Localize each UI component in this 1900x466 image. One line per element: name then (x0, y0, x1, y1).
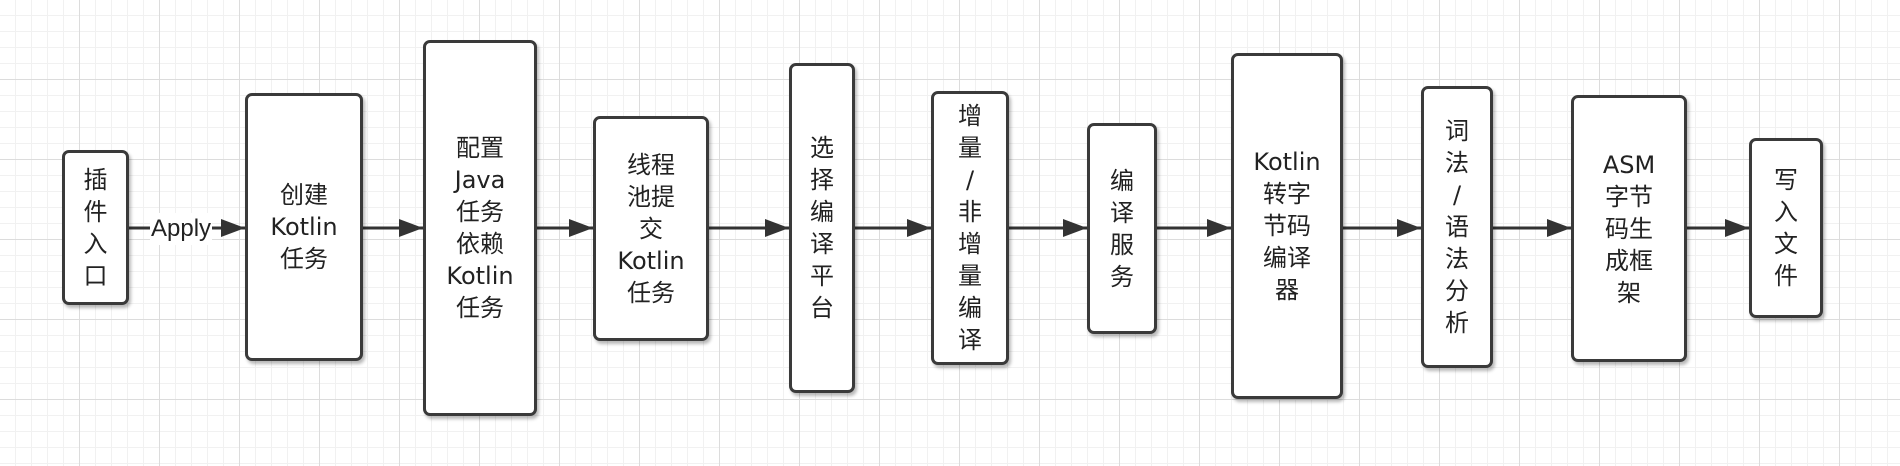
node-label: 增 量 / 非 增 量 编 译 (958, 102, 982, 354)
node-label: 插 件 入 口 (83, 165, 108, 290)
node-kotlin-bytecode-compiler[interactable]: Kotlin 转字 节码 编译 器 (1231, 53, 1343, 399)
node-create-kotlin-task[interactable]: 创建 Kotlin 任务 (245, 93, 363, 361)
arrowhead-shape (1725, 219, 1749, 237)
node-thread-pool-submit[interactable]: 线程 池提 交 Kotlin 任务 (593, 116, 709, 341)
node-label: ASM 字节 码生 成框 架 (1602, 150, 1656, 307)
node-write-file[interactable]: 写 入 文 件 (1749, 138, 1823, 318)
node-label: 创建 Kotlin 任务 (270, 181, 338, 273)
node-compile-service[interactable]: 编 译 服 务 (1087, 123, 1157, 334)
node-label: Kotlin 转字 节码 编译 器 (1253, 148, 1321, 304)
arrowhead-shape (221, 219, 245, 237)
node-lexical-syntax-analysis[interactable]: 词 法 / 语 法 分 析 (1421, 86, 1493, 368)
arrowhead-shape (1207, 219, 1231, 237)
arrowhead-shape (569, 219, 593, 237)
node-configure-java-task[interactable]: 配置 Java 任务 依赖 Kotlin 任务 (423, 40, 537, 416)
arrowhead-shape (1547, 219, 1571, 237)
arrowhead-shape (399, 219, 423, 237)
node-label: 写 入 文 件 (1774, 166, 1798, 290)
node-label: 选 择 编 译 平 台 (810, 134, 834, 322)
node-label: 线程 池提 交 Kotlin 任务 (617, 150, 685, 307)
node-label: 配置 Java 任务 依赖 Kotlin 任务 (446, 134, 514, 322)
apply-edge-label: Apply (150, 213, 213, 245)
node-asm-framework[interactable]: ASM 字节 码生 成框 架 (1571, 95, 1687, 362)
node-incremental-compile[interactable]: 增 量 / 非 增 量 编 译 (931, 91, 1009, 365)
arrowhead-shape (907, 219, 931, 237)
arrowhead-shape (765, 219, 789, 237)
node-plugin-entry[interactable]: 插 件 入 口 (62, 150, 129, 305)
arrowhead-shape (1397, 219, 1421, 237)
node-select-compile-platform[interactable]: 选 择 编 译 平 台 (789, 63, 855, 393)
node-label: 词 法 / 语 法 分 析 (1445, 117, 1469, 337)
arrowhead-shape (1063, 219, 1087, 237)
node-label: 编 译 服 务 (1110, 166, 1134, 291)
